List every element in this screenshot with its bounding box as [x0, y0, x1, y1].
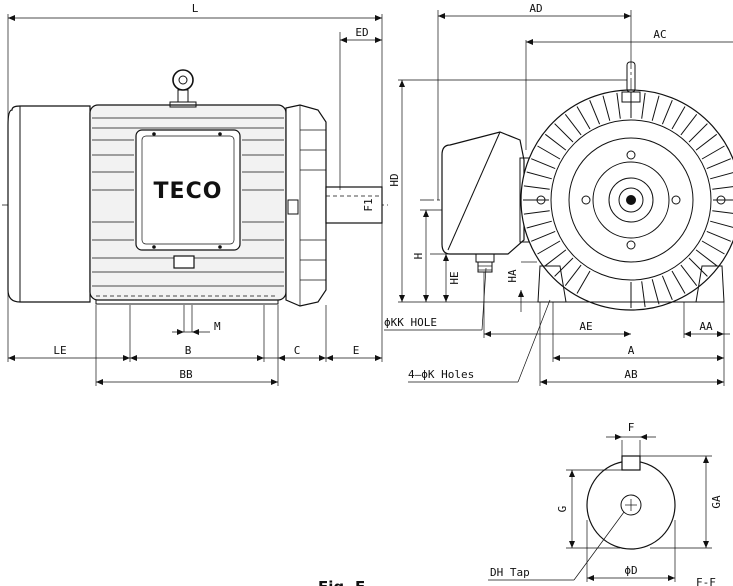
- cooling-fin: [701, 145, 725, 160]
- dim-label-l: L: [192, 2, 199, 15]
- cooling-fin: [695, 133, 718, 151]
- cooling-fin: [526, 220, 552, 229]
- screw-icon: [152, 245, 156, 249]
- dim-label-c: C: [294, 344, 301, 357]
- side-extension-lines: [7, 14, 383, 386]
- side-view: TECO F1: [2, 2, 388, 386]
- cooling-fin: [544, 249, 567, 267]
- end-extension-lines: [398, 10, 725, 386]
- dim-label-e: E: [353, 344, 360, 357]
- fan-cover: [7, 105, 91, 303]
- motor-feet: [95, 300, 279, 305]
- dim-label-ae: AE: [579, 320, 592, 333]
- dim-label-h: H: [412, 253, 425, 260]
- brand-logo: TECO: [154, 179, 223, 204]
- dim-label-ed: ED: [355, 26, 368, 39]
- cooling-fin: [695, 249, 718, 267]
- cooling-fin: [706, 158, 731, 170]
- cooling-fin: [531, 158, 556, 170]
- dim-label-aa: AA: [699, 320, 713, 333]
- cooling-fin: [671, 270, 686, 294]
- cooling-fin: [712, 210, 733, 214]
- cooling-fin: [680, 264, 698, 287]
- cooling-fin: [710, 172, 733, 180]
- cooling-fin: [701, 240, 725, 255]
- cooling-fin: [641, 281, 646, 308]
- lifting-eye-icon: [621, 61, 641, 103]
- conduit-entry-icon: [475, 253, 495, 273]
- cooling-fin: [712, 186, 733, 190]
- cooling-fin: [564, 264, 582, 287]
- cooling-fin: [661, 100, 673, 125]
- dim-label-hd: HD: [388, 173, 401, 186]
- cooling-fin: [526, 171, 552, 180]
- screw-icon: [218, 245, 222, 249]
- cooling-fin: [710, 220, 733, 228]
- shaft-key: [621, 455, 641, 471]
- dim-label-le: LE: [53, 344, 66, 357]
- cooling-fin: [523, 185, 550, 190]
- tap-hole-icon: [620, 494, 642, 516]
- cooling-fin: [589, 100, 601, 125]
- shaft-end-view: F G GA ϕD DH Tap F-F: [488, 421, 723, 586]
- shaft: [325, 186, 383, 224]
- cooling-fin: [564, 113, 582, 136]
- screw-icon: [218, 132, 222, 136]
- dim-label-kk-hole: ϕKK HOLE: [384, 316, 437, 329]
- figure-caption: Fig. E: [318, 578, 365, 586]
- dim-label-f1: F1: [362, 198, 375, 211]
- cooling-fin: [531, 230, 556, 242]
- cooling-fin: [602, 95, 611, 121]
- cooling-fin: [688, 123, 708, 143]
- dim-label-g: G: [556, 506, 569, 513]
- terminal-box: [135, 129, 241, 251]
- dim-label-ab: AB: [624, 368, 638, 381]
- cooling-fin: [706, 230, 731, 242]
- cooling-fin: [641, 92, 646, 119]
- terminal-box-end: [441, 131, 525, 255]
- cooling-fin: [688, 257, 708, 277]
- cooling-fin: [651, 279, 660, 305]
- frame-end-view: [520, 89, 733, 311]
- dim-label-a: A: [628, 344, 635, 357]
- dim-label-d: ϕD: [624, 564, 637, 577]
- dim-label-m: M: [214, 320, 221, 333]
- dim-label-bb: BB: [179, 368, 193, 381]
- cooling-fin: [523, 210, 550, 215]
- grease-fitting-icon: [287, 199, 299, 215]
- cooling-fin: [576, 106, 591, 130]
- dim-label-ad: AD: [529, 2, 542, 15]
- cooling-fin: [651, 95, 660, 121]
- dim-label-f: F: [628, 421, 635, 434]
- cooling-fin: [554, 123, 574, 143]
- cooling-fin: [554, 257, 574, 277]
- dim-label-dh-tap: DH Tap: [490, 566, 530, 579]
- dim-label-b: B: [185, 344, 192, 357]
- cooling-fin: [671, 106, 686, 130]
- cooling-fin: [680, 113, 698, 136]
- dim-label-ga: GA: [710, 495, 723, 509]
- edge-label: F-F: [696, 576, 716, 586]
- lifting-eye-icon: [169, 69, 197, 108]
- cooling-fin: [537, 240, 561, 255]
- cooling-fin: [537, 145, 561, 160]
- dim-label-k-holes: 4—ϕK Holes: [408, 368, 474, 381]
- end-view: AD AC HD H HE HA ϕKK HOLE AE AA: [384, 2, 733, 386]
- dim-label-ha: HA: [506, 269, 519, 283]
- dim-label-he: HE: [448, 271, 461, 284]
- screw-icon: [152, 132, 156, 136]
- cooling-fin: [576, 270, 591, 294]
- cooling-fin: [661, 275, 673, 300]
- end-bracket: [285, 104, 327, 307]
- cooling-fin: [544, 133, 567, 151]
- dim-label-ac: AC: [653, 28, 666, 41]
- cooling-fin: [616, 92, 621, 119]
